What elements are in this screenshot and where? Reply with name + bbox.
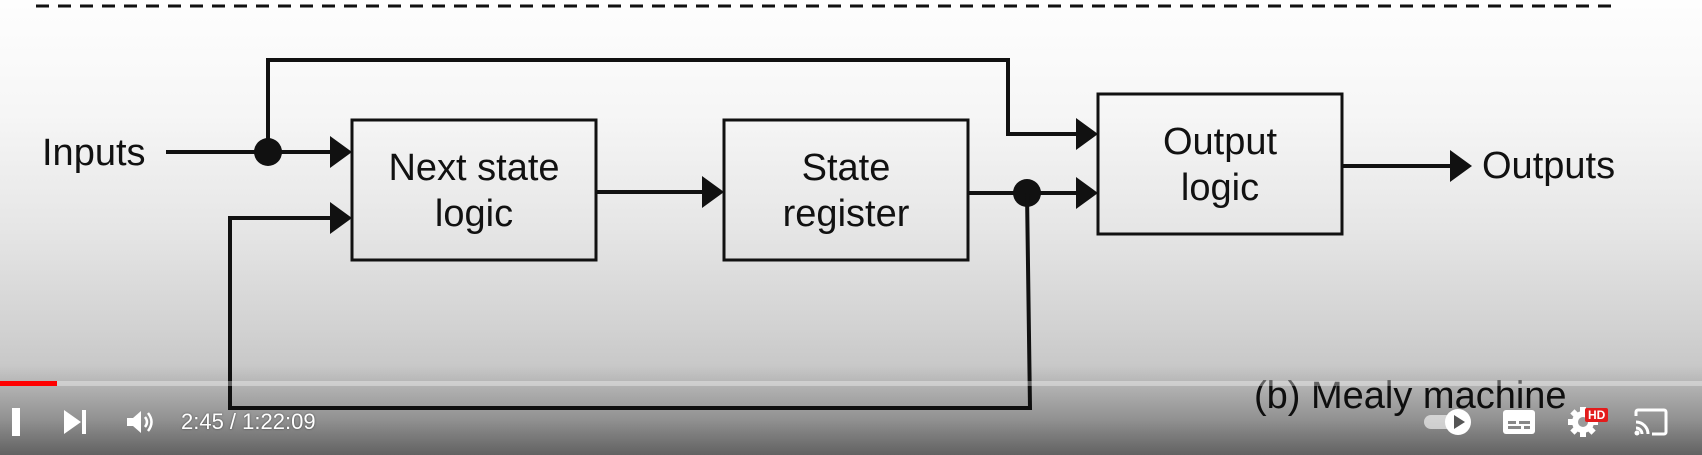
autoplay-toggle-icon [1422,406,1474,438]
feedback-arrowhead [330,202,352,234]
input-bypass-wire [266,58,1078,152]
output-arrowhead [1450,150,1472,182]
hd-badge: HD [1585,408,1609,422]
time-display: 2:45 / 1:22:09 [181,409,316,434]
bypass-arrowhead [1076,118,1098,150]
next-icon [60,407,90,437]
play-button[interactable] [0,404,30,440]
next-state-logic-box [350,118,598,262]
inputs-label: Inputs [42,132,146,174]
cast-icon [1633,407,1669,437]
next-button[interactable] [54,402,96,442]
volume-button[interactable] [118,402,162,442]
register-arrowhead [702,176,724,208]
cast-button[interactable] [1628,402,1674,442]
output-logic-label-line2: logic [1181,167,1259,209]
autoplay-toggle[interactable] [1420,402,1476,442]
progress-played [0,381,58,386]
state-to-output-arrowhead [1076,177,1098,209]
state-register-label-line2: register [783,193,910,235]
play-icon [8,406,22,438]
next-state-logic-label-line1: Next state [388,147,559,189]
progress-bar[interactable] [0,381,1702,386]
output-logic-label-line1: Output [1163,121,1278,163]
next-state-logic-label-line2: logic [435,193,513,235]
outputs-label: Outputs [1482,145,1615,187]
volume-icon [124,407,156,437]
subtitles-icon [1501,408,1537,436]
state-register-label-line1: State [802,147,891,189]
input-arrowhead [330,136,352,168]
output-logic-box [1096,92,1344,236]
feedback-wire [228,192,1033,410]
subtitles-button[interactable] [1496,402,1542,442]
player-controls: 2:45 / 1:22:09 [0,398,1702,446]
state-register-box [722,118,970,262]
